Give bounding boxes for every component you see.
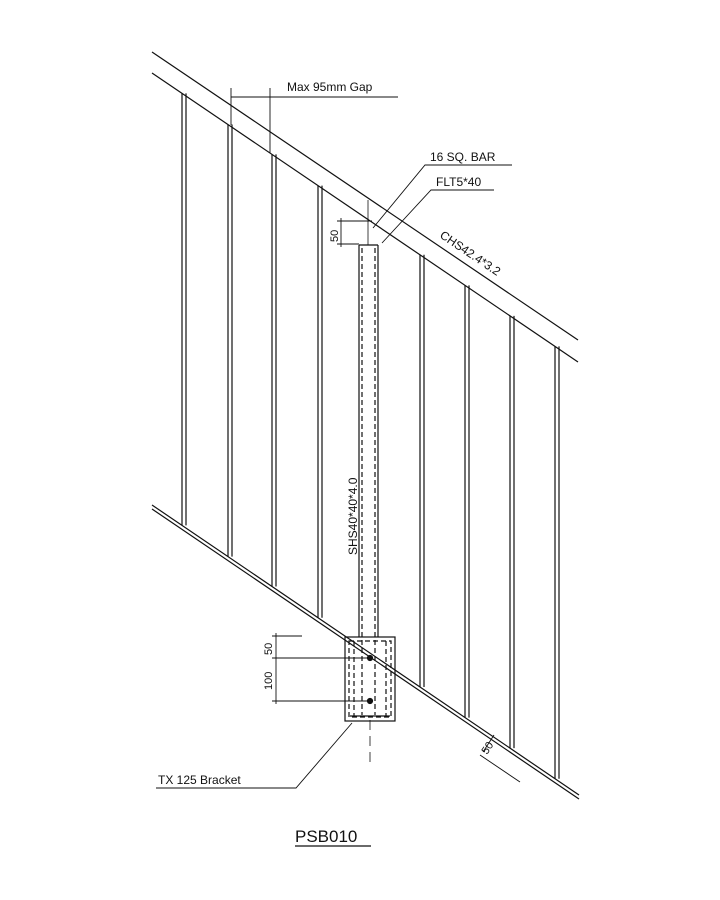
bracket-leader xyxy=(156,722,353,789)
bracket-dimension xyxy=(272,633,368,704)
stair-line xyxy=(151,504,580,800)
ground-offset-dimension xyxy=(479,734,521,783)
gap-label: Max 95mm Gap xyxy=(287,80,373,94)
top-offset-label: 50 xyxy=(329,230,341,242)
post xyxy=(358,200,379,765)
bracket-top-label: 50 xyxy=(263,643,275,655)
flat-label: FLT5*40 xyxy=(436,175,481,189)
ground-offset-label: 50 xyxy=(480,740,497,757)
handrail xyxy=(151,51,579,363)
bracket-label: TX 125 Bracket xyxy=(158,773,241,787)
gap-dimension xyxy=(230,88,398,153)
bar-label: 16 SQ. BAR xyxy=(430,150,496,164)
bar-leader xyxy=(372,164,512,229)
top-offset-dimension xyxy=(337,218,372,247)
balusters xyxy=(181,93,560,779)
drawing-title: PSB010 xyxy=(295,827,357,846)
rail-label: CHS42.4*3.2 xyxy=(437,228,503,279)
post-label: SHS40*40*4.0 xyxy=(346,477,360,555)
flat-leader xyxy=(381,189,494,244)
bracket-spacing-label: 100 xyxy=(263,672,275,690)
bracket xyxy=(344,636,396,722)
